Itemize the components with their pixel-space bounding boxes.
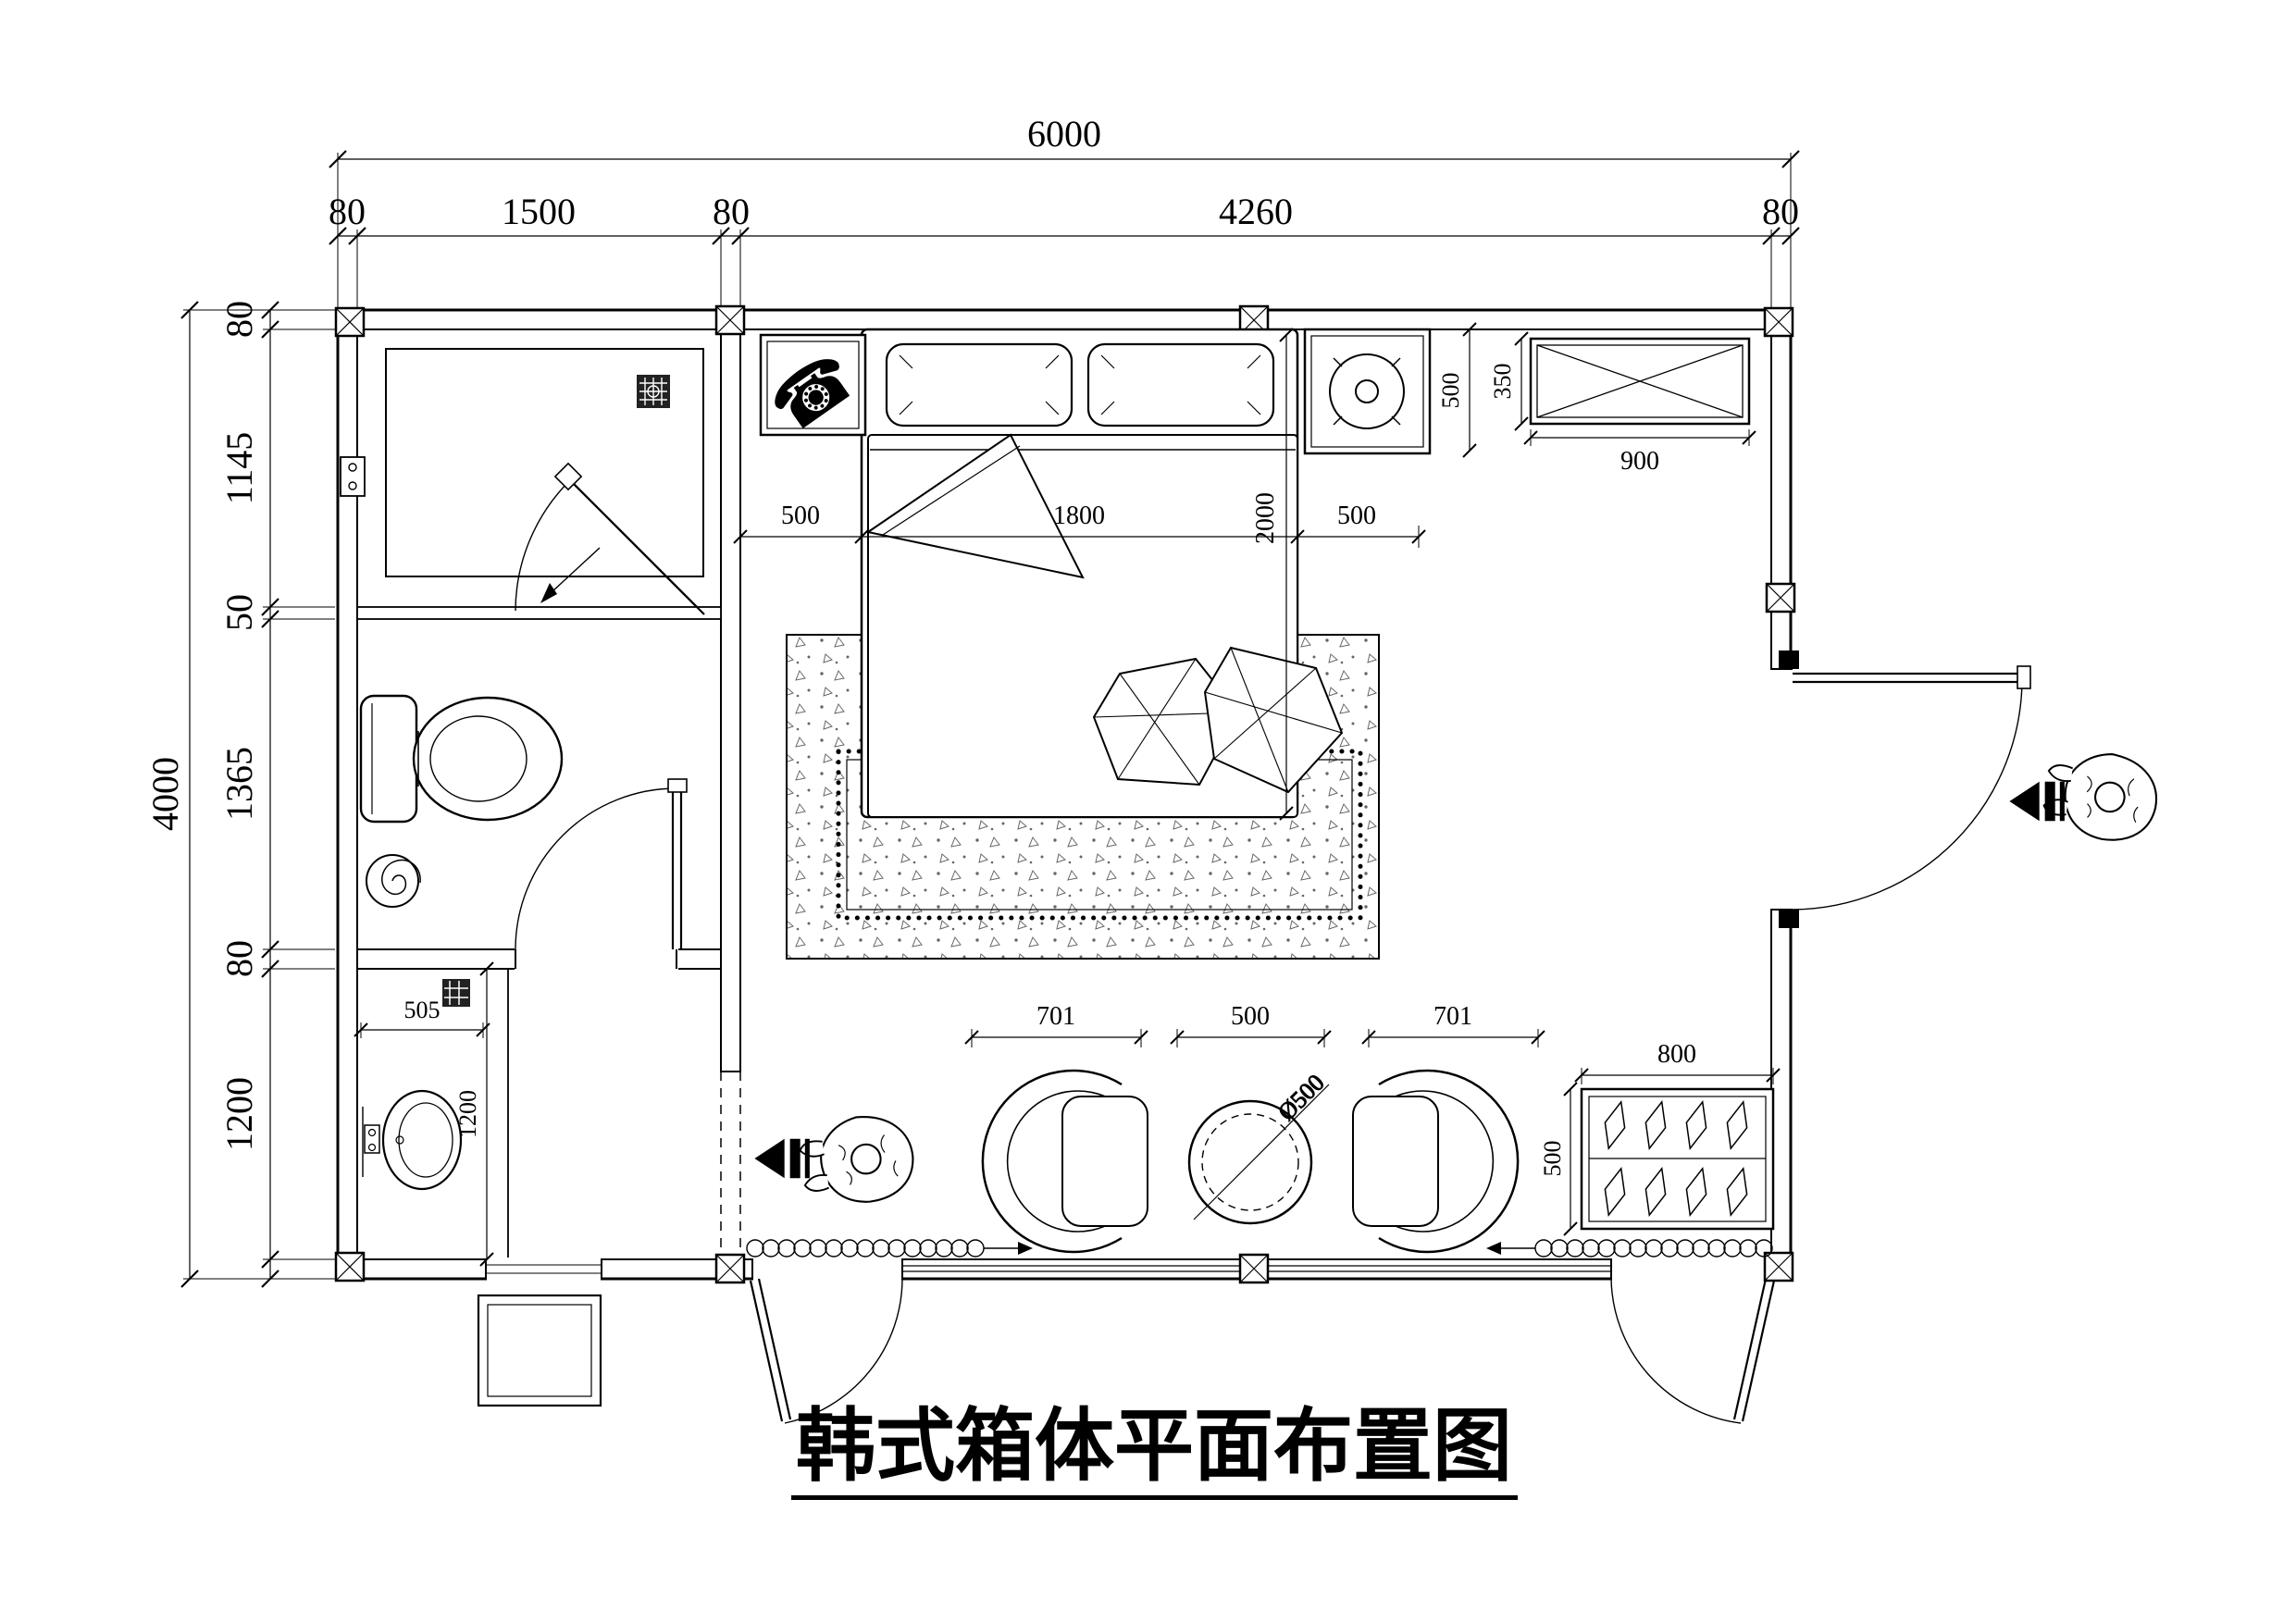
svg-text:80: 80 — [1762, 191, 1799, 232]
curtain-track-left — [746, 1239, 1033, 1258]
svg-text:4000: 4000 — [144, 757, 186, 831]
dim-top-chain: 80 1500 80 4260 80 — [329, 191, 1800, 307]
page-title: 韩式箱体平面布置图 — [796, 1400, 1512, 1493]
nightstand-left: ☎ — [757, 333, 870, 450]
svg-text:350: 350 — [1489, 364, 1516, 400]
svg-text:80: 80 — [218, 301, 260, 338]
shoe-icon — [1604, 1100, 1748, 1217]
dim-bed-chain: 500 1800 500 — [733, 502, 1426, 548]
svg-text:500: 500 — [1337, 502, 1376, 530]
svg-text:701: 701 — [1433, 1002, 1472, 1031]
pillow — [885, 342, 1074, 427]
person-icon — [2039, 744, 2164, 848]
dim-overall-height: 4000 — [144, 301, 335, 1288]
dim-cabinet-width: 900 — [1523, 429, 1756, 476]
svg-text:1200: 1200 — [218, 1077, 260, 1151]
nightstand-right — [1303, 328, 1432, 455]
svg-text:500: 500 — [1539, 1141, 1566, 1177]
terrace-door-right — [1610, 1278, 1776, 1424]
dim-basin-counter: 1200 — [454, 961, 494, 1267]
svg-text:701: 701 — [1036, 1002, 1075, 1031]
svg-text:505: 505 — [404, 997, 441, 1023]
wall-openings — [485, 650, 1799, 1282]
svg-text:500: 500 — [781, 502, 820, 530]
dim-cabinet-depth: 350 — [1489, 331, 1529, 431]
bathroom-door — [515, 778, 688, 950]
svg-text:80: 80 — [713, 191, 750, 232]
dim-seating-chain: 701 500 701 — [964, 1002, 1545, 1047]
svg-text:900: 900 — [1620, 447, 1659, 476]
dim-overall-width: 6000 — [329, 113, 1800, 307]
svg-text:2000: 2000 — [1251, 492, 1280, 544]
washbasin-icon — [362, 1089, 463, 1191]
entry-door-right — [1792, 665, 2031, 911]
svg-text:6000: 6000 — [1027, 113, 1101, 155]
wall-cabinet — [1529, 337, 1751, 426]
floor-drain-icon — [442, 979, 470, 1007]
terrace-door-left — [749, 1278, 903, 1424]
svg-text:800: 800 — [1657, 1040, 1696, 1069]
toilet-icon — [359, 694, 564, 824]
round-table — [1187, 1084, 1330, 1225]
curtain-track-right — [1486, 1239, 1773, 1258]
dim-nightstand-depth: 500 — [1437, 322, 1477, 458]
dim-left-chain: 80 1145 50 1365 80 1200 — [218, 301, 335, 1288]
floor-drain-icon — [637, 375, 670, 408]
svg-text:80: 80 — [218, 940, 260, 977]
svg-text:500: 500 — [1437, 373, 1464, 409]
armchair-right — [1352, 1069, 1520, 1254]
svg-text:50: 50 — [218, 594, 260, 631]
dim-shoe-width: 800 — [1574, 1040, 1781, 1084]
armchair-left — [981, 1069, 1148, 1254]
drawing-title: 韩式箱体平面布置图 — [791, 1400, 1518, 1500]
svg-text:1145: 1145 — [218, 432, 260, 505]
floor-drain-spiral-icon — [366, 854, 421, 908]
shower-mixer-icon — [340, 456, 366, 497]
dim-bed-length: 2000 — [1251, 328, 1294, 821]
svg-text:1800: 1800 — [1053, 502, 1105, 530]
shoe-rack — [1580, 1087, 1775, 1231]
throw-pillow — [1203, 646, 1344, 794]
pillow — [1086, 342, 1275, 427]
dim-basin-width: 505 — [354, 997, 490, 1038]
table-lamp-icon — [1329, 353, 1405, 429]
svg-text:500: 500 — [1231, 1002, 1270, 1031]
svg-text:80: 80 — [329, 191, 366, 232]
shower-room — [340, 348, 705, 615]
dimension-lines: 6000 80 1500 80 4260 80 4000 80 1145 50 … — [144, 113, 1800, 1288]
entry-step — [477, 1294, 602, 1407]
svg-text:1200: 1200 — [454, 1090, 481, 1138]
throw-pillow — [1092, 657, 1240, 787]
dim-shoe-depth: 500 — [1539, 1082, 1578, 1236]
shower-door — [515, 462, 705, 615]
svg-text:4260: 4260 — [1219, 191, 1293, 232]
svg-text:1500: 1500 — [502, 191, 576, 232]
svg-text:1365: 1365 — [218, 747, 260, 821]
double-bed — [860, 328, 1344, 819]
